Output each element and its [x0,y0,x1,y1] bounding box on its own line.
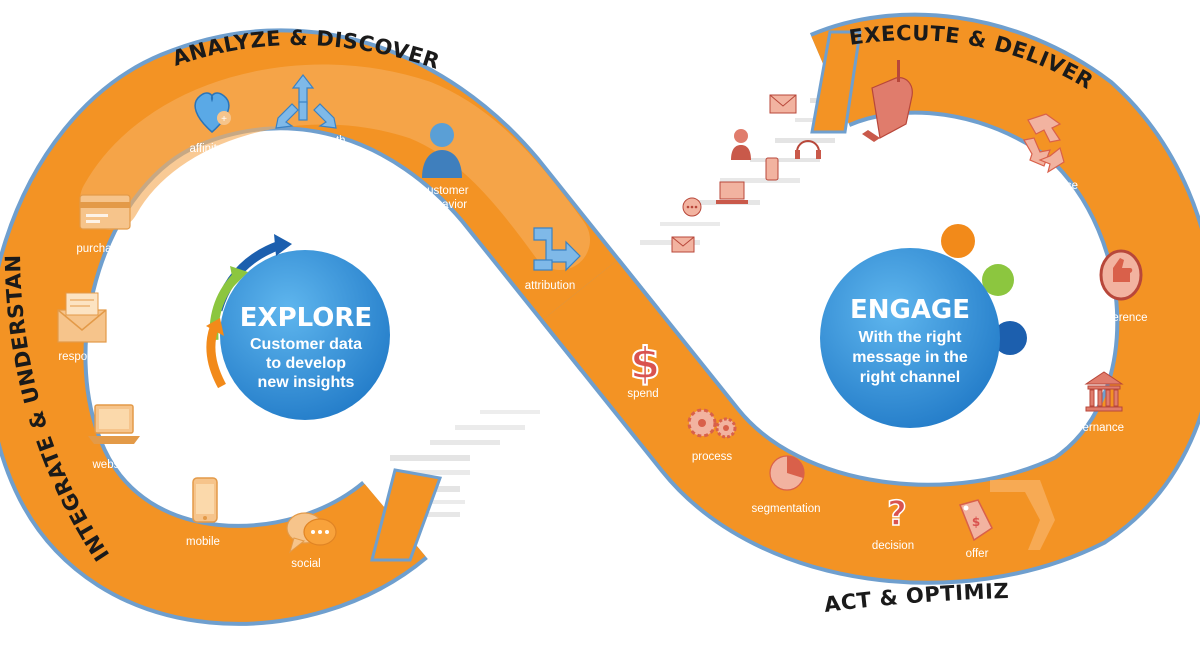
node-purchase: purchase [76,194,131,255]
node-label-social: social [291,558,320,570]
pie-icon [769,455,805,491]
band-chevron-bottom-right [990,480,1055,550]
node-segmentation: segmentation [751,455,821,515]
gears-icon [687,408,737,439]
right-loop-band-fill [543,16,1200,581]
explore-circle [220,250,390,420]
engage-dot-green [982,264,1014,296]
node-label-governance: governance [1064,422,1124,434]
dollar-icon: $ [630,338,661,389]
engage-line-1: With the right [859,329,963,346]
node-delivery: delivery [862,60,954,142]
person-icon [422,123,462,178]
heart-plus-icon: + [194,92,231,133]
node-decision: ? decision [872,493,914,552]
engage-title: ENGAGE [850,295,970,325]
smartphone-icon [192,477,218,523]
node-governance: governance [1064,371,1124,434]
node-affinity: + affinity [189,92,231,155]
chat-bubbles-icon [682,197,702,217]
node-label-process: process [692,451,733,463]
explore-title: EXPLORE [240,303,372,333]
thumbs-up-icon [1099,249,1143,301]
envelope-icon [57,292,107,343]
node-label-compliance: compliance [1020,180,1078,192]
svg-text:$: $ [972,515,980,529]
node-mobile: mobile [186,477,220,548]
headset-icon [795,140,821,159]
node-label-decision: decision [872,540,914,552]
node-label-conversion-path: conversion path [264,135,345,147]
credit-card-icon [79,194,131,230]
node-process: process [687,408,737,463]
explore-line-3: new insights [258,374,355,391]
laptop-icon [88,404,140,444]
node-spend: $ spend [627,337,661,400]
node-offer: $ offer [958,499,993,560]
node-customer-behavior: customer behavior [421,123,469,211]
node-response: response [57,292,107,363]
smartphone-icon [765,157,779,181]
explore-hub: EXPLORE Customer data to develop new ins… [206,234,390,420]
node-website: website [88,404,140,471]
node-label-customer-behavior-1: customer [421,185,468,197]
node-label-purchase: purchase [76,243,123,255]
node-label-affinity: affinity [189,143,222,155]
explore-line-2: to develop [266,355,346,372]
building-columns-icon [1084,371,1124,412]
explore-arrow-orange [206,326,226,389]
node-label-mobile: mobile [186,536,220,548]
engage-dot-blue [993,321,1027,355]
chat-bubbles-icon [286,512,337,554]
node-label-delivery: delivery [914,117,954,129]
band-end-arrow-right [810,30,862,134]
node-preference: preference [1093,249,1148,324]
question-icon: ? [887,494,907,534]
left-loop-band-highlight [80,64,590,270]
band-end-arrow-left [370,468,443,562]
person-icon [731,129,751,160]
price-tag-icon: $ [958,499,993,542]
branching-arrows-icon [275,74,337,129]
explore-arrow-blue-head [274,234,292,256]
svg-text:+: + [221,114,227,125]
arrow-merge-icon [533,227,581,272]
node-social: social [286,512,337,570]
engage-line-3: right channel [860,369,960,386]
explore-line-1: Customer data [250,336,362,353]
node-attribution: attribution [525,227,581,292]
engage-hub: ENGAGE With the right message in the rig… [820,224,1027,428]
envelope-icon [769,94,797,114]
node-label-offer: offer [966,548,989,560]
laptop-icon [716,181,748,204]
recycle-arrows-icon [1023,113,1065,174]
node-compliance: compliance [1020,113,1078,192]
mailbox-icon [862,60,913,142]
node-label-customer-behavior-2: behavior [423,199,467,211]
node-label-spend: spend [627,388,658,400]
engage-circle [820,248,1000,428]
node-label-segmentation: segmentation [751,503,820,515]
node-label-response: response [58,351,105,363]
stream-channel-icons [671,94,821,253]
engage-dot-orange [941,224,975,258]
explore-arrow-orange-head [206,318,224,336]
engage-line-2: message in the [852,349,968,366]
node-label-website: website [92,459,132,471]
node-label-preference: preference [1093,312,1148,324]
node-conversion-path: conversion path [264,74,346,147]
explore-arrow-green-head [230,266,248,286]
node-label-attribution: attribution [525,280,576,292]
envelope-icon [671,236,695,253]
